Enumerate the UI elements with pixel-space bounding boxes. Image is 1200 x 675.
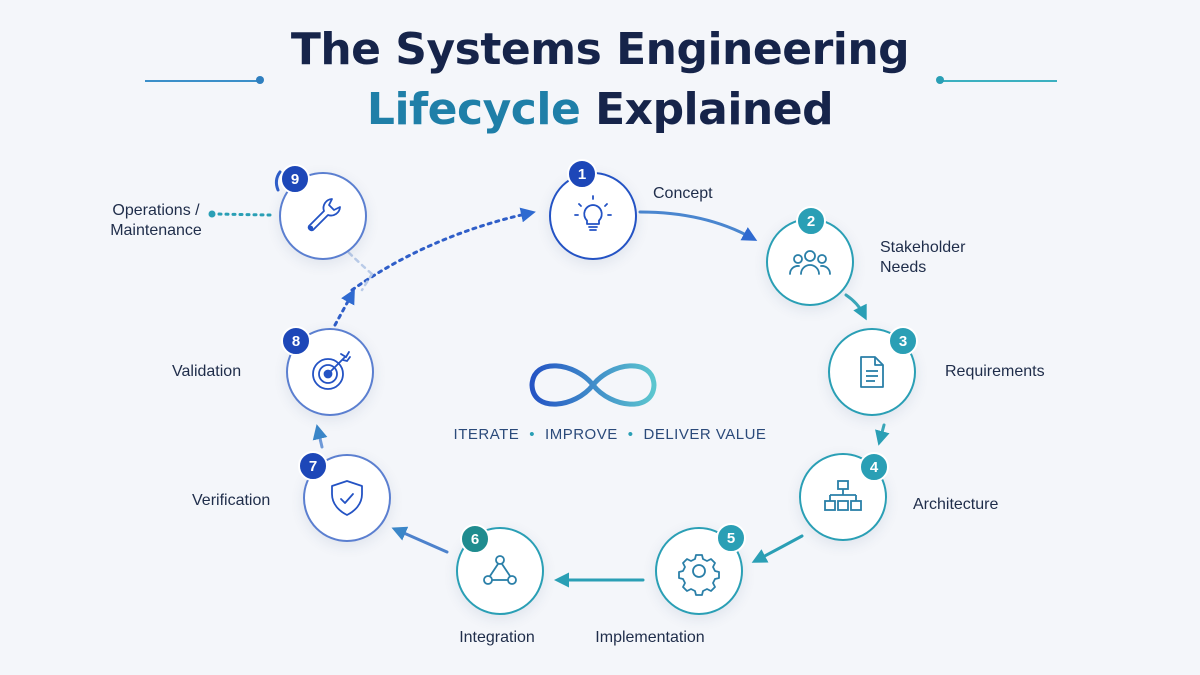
people-icon (789, 250, 831, 275)
step-badge-9: 9 (280, 164, 310, 194)
title-decor-dot-right (936, 76, 944, 84)
step-badge-7: 7 (298, 451, 328, 481)
page-title-accent: Lifecycle (366, 84, 581, 135)
step-label-5: Implementation (595, 629, 705, 646)
arrow-9-faint-2 (360, 272, 374, 292)
tagline-separator-1: • (529, 426, 536, 443)
step-label-8: Validation (172, 363, 242, 380)
arrow-9-to-operations (214, 212, 272, 217)
step-label-9-line-2: Maintenance (110, 222, 202, 239)
step-node-1[interactable] (549, 172, 637, 260)
page-title-line-1: The Systems Engineering (290, 24, 910, 75)
title-decor-line-right (942, 80, 1057, 82)
lightbulb-icon (574, 195, 612, 231)
hierarchy-icon (824, 480, 862, 511)
step-label-7: Verification (192, 492, 271, 509)
step-badge-6: 6 (460, 524, 490, 554)
title-decor-dot-left (256, 76, 264, 84)
step-node-9[interactable] (279, 172, 367, 260)
step-badge-1: 1 (567, 159, 597, 189)
arrow-8-up (333, 288, 355, 327)
center-tagline: ITERATE • IMPROVE • DELIVER VALUE (420, 426, 800, 443)
shield-check-icon (331, 480, 363, 516)
step-label-2-line-1: Stakeholder (880, 239, 966, 256)
step-badge-5: 5 (716, 523, 746, 553)
step-badge-4: 4 (859, 452, 889, 482)
arrow-into-9 (274, 170, 282, 192)
tagline-separator-2: • (627, 426, 634, 443)
network-icon (483, 555, 517, 585)
operations-connector-dot (208, 210, 216, 218)
wrench-icon (307, 198, 341, 232)
target-icon (312, 351, 351, 390)
document-icon (860, 356, 884, 388)
step-badge-2: 2 (796, 206, 826, 236)
title-decor-line-left (145, 80, 260, 82)
arrow-4-to-5 (751, 534, 804, 563)
step-label-2-line-2: Needs (880, 259, 927, 276)
arrow-1-to-2 (638, 210, 758, 241)
tagline-improve: IMPROVE (545, 426, 618, 443)
arrow-to-concept (350, 207, 536, 292)
step-badge-8: 8 (281, 326, 311, 356)
arrow-7-to-8 (312, 424, 328, 449)
infinity-icon (529, 363, 657, 407)
step-label-6: Integration (459, 629, 535, 646)
step-label-4: Architecture (913, 496, 999, 513)
tagline-iterate: ITERATE (453, 426, 520, 443)
step-label-1: Concept (653, 185, 713, 202)
page-title-rest: Explained (595, 84, 834, 135)
arrow-3-to-4 (875, 423, 890, 446)
tagline-deliver-value: DELIVER VALUE (643, 426, 767, 443)
gear-icon (678, 554, 720, 596)
step-node-3[interactable] (828, 328, 916, 416)
step-label-9: Operations / Maintenance (106, 201, 206, 241)
arrow-2-to-3 (844, 293, 867, 321)
arrow-6-to-7 (391, 526, 449, 554)
step-label-9-line-1: Operations / (112, 202, 200, 219)
step-label-3: Requirements (945, 363, 1045, 380)
page-title-line-2: Lifecycle Explained (0, 84, 1200, 136)
step-badge-3: 3 (888, 326, 918, 356)
